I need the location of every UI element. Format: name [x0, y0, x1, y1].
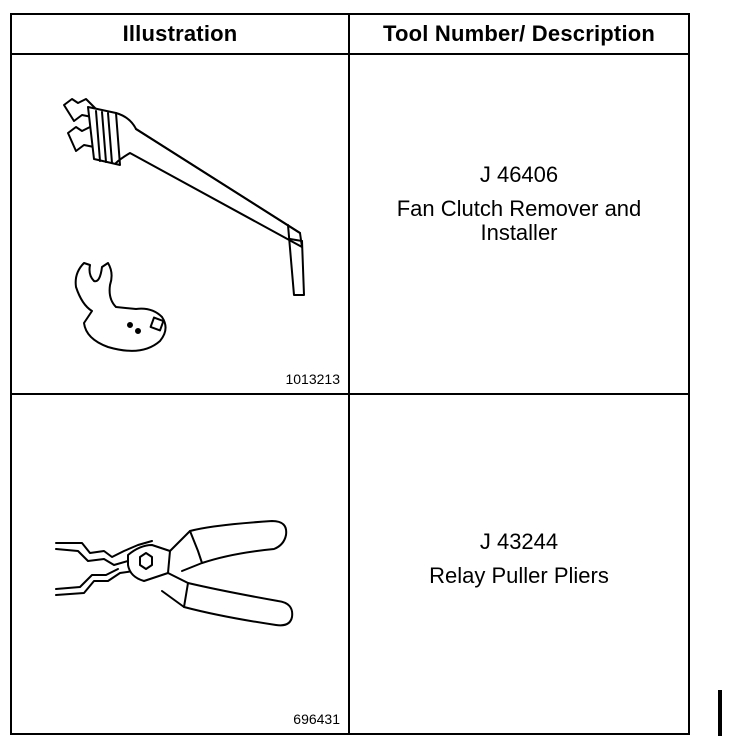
table-row-1-illustration: 1013213: [12, 55, 348, 393]
header-tool-description: Tool Number/ Description: [382, 21, 656, 46]
tool-description: Relay Puller Pliers: [429, 563, 609, 588]
figure-id: 696431: [293, 711, 340, 727]
relay-puller-pliers-icon: [55, 520, 294, 627]
tool-table: Illustration Tool Number/ Description: [10, 13, 690, 735]
fan-clutch-wrench-icon: [63, 98, 305, 352]
header-illustration: Illustration: [122, 21, 238, 46]
row-divider: [12, 393, 688, 395]
table-row-1-description: J 46406 Fan Clutch Remover and Installer: [350, 55, 688, 393]
table-row-2-illustration: 696431: [12, 395, 348, 733]
tool-number: J 43244: [479, 529, 559, 554]
figure-id: 1013213: [285, 371, 340, 387]
tool-description: Fan Clutch Remover and Installer: [396, 196, 642, 245]
table-row-2-description: J 43244 Relay Puller Pliers: [350, 395, 688, 733]
page-edge-mark: [718, 690, 722, 736]
header-divider: [12, 53, 688, 55]
tool-number: J 46406: [479, 162, 559, 187]
column-divider: [348, 15, 350, 733]
